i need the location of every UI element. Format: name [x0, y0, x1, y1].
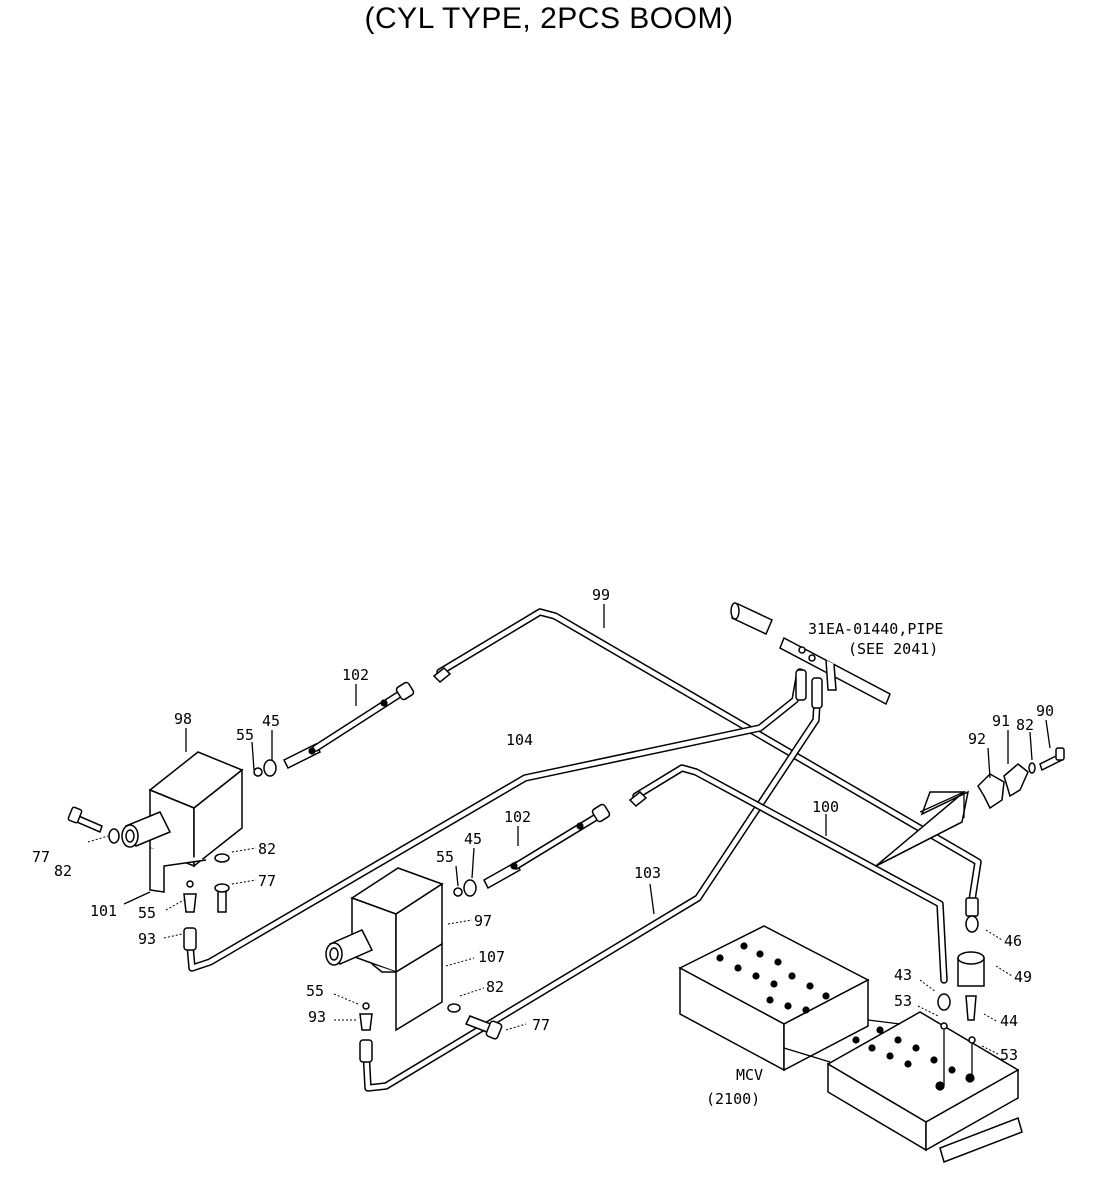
label-100: 100 [812, 798, 839, 816]
pipe-100 [628, 764, 948, 984]
label-mcv-ref: (2100) [706, 1090, 760, 1108]
label-46: 46 [1004, 932, 1022, 950]
bolt-77-lower [464, 1015, 503, 1040]
pipe-102-upper [282, 681, 415, 770]
label-45-upper: 45 [262, 712, 280, 730]
label-ref-see: (SEE 2041) [848, 640, 938, 658]
bolt-77-left [67, 806, 120, 844]
label-90: 90 [1036, 702, 1054, 720]
pipe-102-lower [483, 803, 611, 890]
label-101: 101 [90, 902, 117, 920]
label-77-lower: 77 [532, 1016, 550, 1034]
leader-lines [87, 604, 1051, 1055]
label-102-lower: 102 [504, 808, 531, 826]
label-49: 49 [1014, 968, 1032, 986]
label-98: 98 [174, 710, 192, 728]
solenoid-valve-98 [121, 751, 277, 893]
mcv-ports [716, 942, 975, 1091]
label-45-lower: 45 [464, 830, 482, 848]
label-102-upper: 102 [342, 666, 369, 684]
pipe-103 [362, 680, 822, 1092]
bracket-plate [875, 790, 970, 867]
label-55-lower: 55 [306, 982, 324, 1000]
label-55-upper: 55 [236, 726, 254, 744]
label-99: 99 [592, 586, 610, 604]
main-control-valve [678, 925, 1023, 1163]
label-93-lower: 93 [308, 1008, 326, 1026]
label-77-left: 77 [32, 848, 50, 866]
label-43: 43 [894, 966, 912, 984]
pipe-99 [432, 608, 982, 917]
part-labels: 99 31EA-01440,PIPE (SEE 2041) 102 98 55 … [32, 586, 1054, 1108]
label-82-clamp: 82 [1016, 716, 1034, 734]
label-ref-pipe: 31EA-01440,PIPE [808, 620, 943, 638]
label-53-upper: 53 [894, 992, 912, 1010]
solenoid-valve-97 [325, 867, 477, 1032]
label-82-left: 82 [54, 862, 72, 880]
ref-pipe-31ea-01440 [730, 602, 891, 709]
label-107: 107 [478, 948, 505, 966]
label-55-mid: 55 [436, 848, 454, 866]
diagram-title: (CYL TYPE, 2PCS BOOM) [364, 2, 734, 35]
label-53-lower: 53 [1000, 1046, 1018, 1064]
clamp-assembly-90-91-92 [977, 747, 1065, 810]
pipe-104 [186, 668, 804, 972]
label-mcv: MCV [736, 1066, 763, 1084]
label-93-upper: 93 [138, 930, 156, 948]
label-104: 104 [506, 731, 533, 749]
label-103: 103 [634, 864, 661, 882]
label-97: 97 [474, 912, 492, 930]
label-77-under-98: 77 [258, 872, 276, 890]
mcv-fittings [937, 915, 985, 1086]
fittings-under-97 [359, 1002, 373, 1063]
label-55-left: 55 [138, 904, 156, 922]
label-91: 91 [992, 712, 1010, 730]
label-82-lower: 82 [486, 978, 504, 996]
label-82-under-98: 82 [258, 840, 276, 858]
label-44: 44 [1000, 1012, 1018, 1030]
label-92: 92 [968, 730, 986, 748]
fittings-under-98 [183, 853, 230, 951]
